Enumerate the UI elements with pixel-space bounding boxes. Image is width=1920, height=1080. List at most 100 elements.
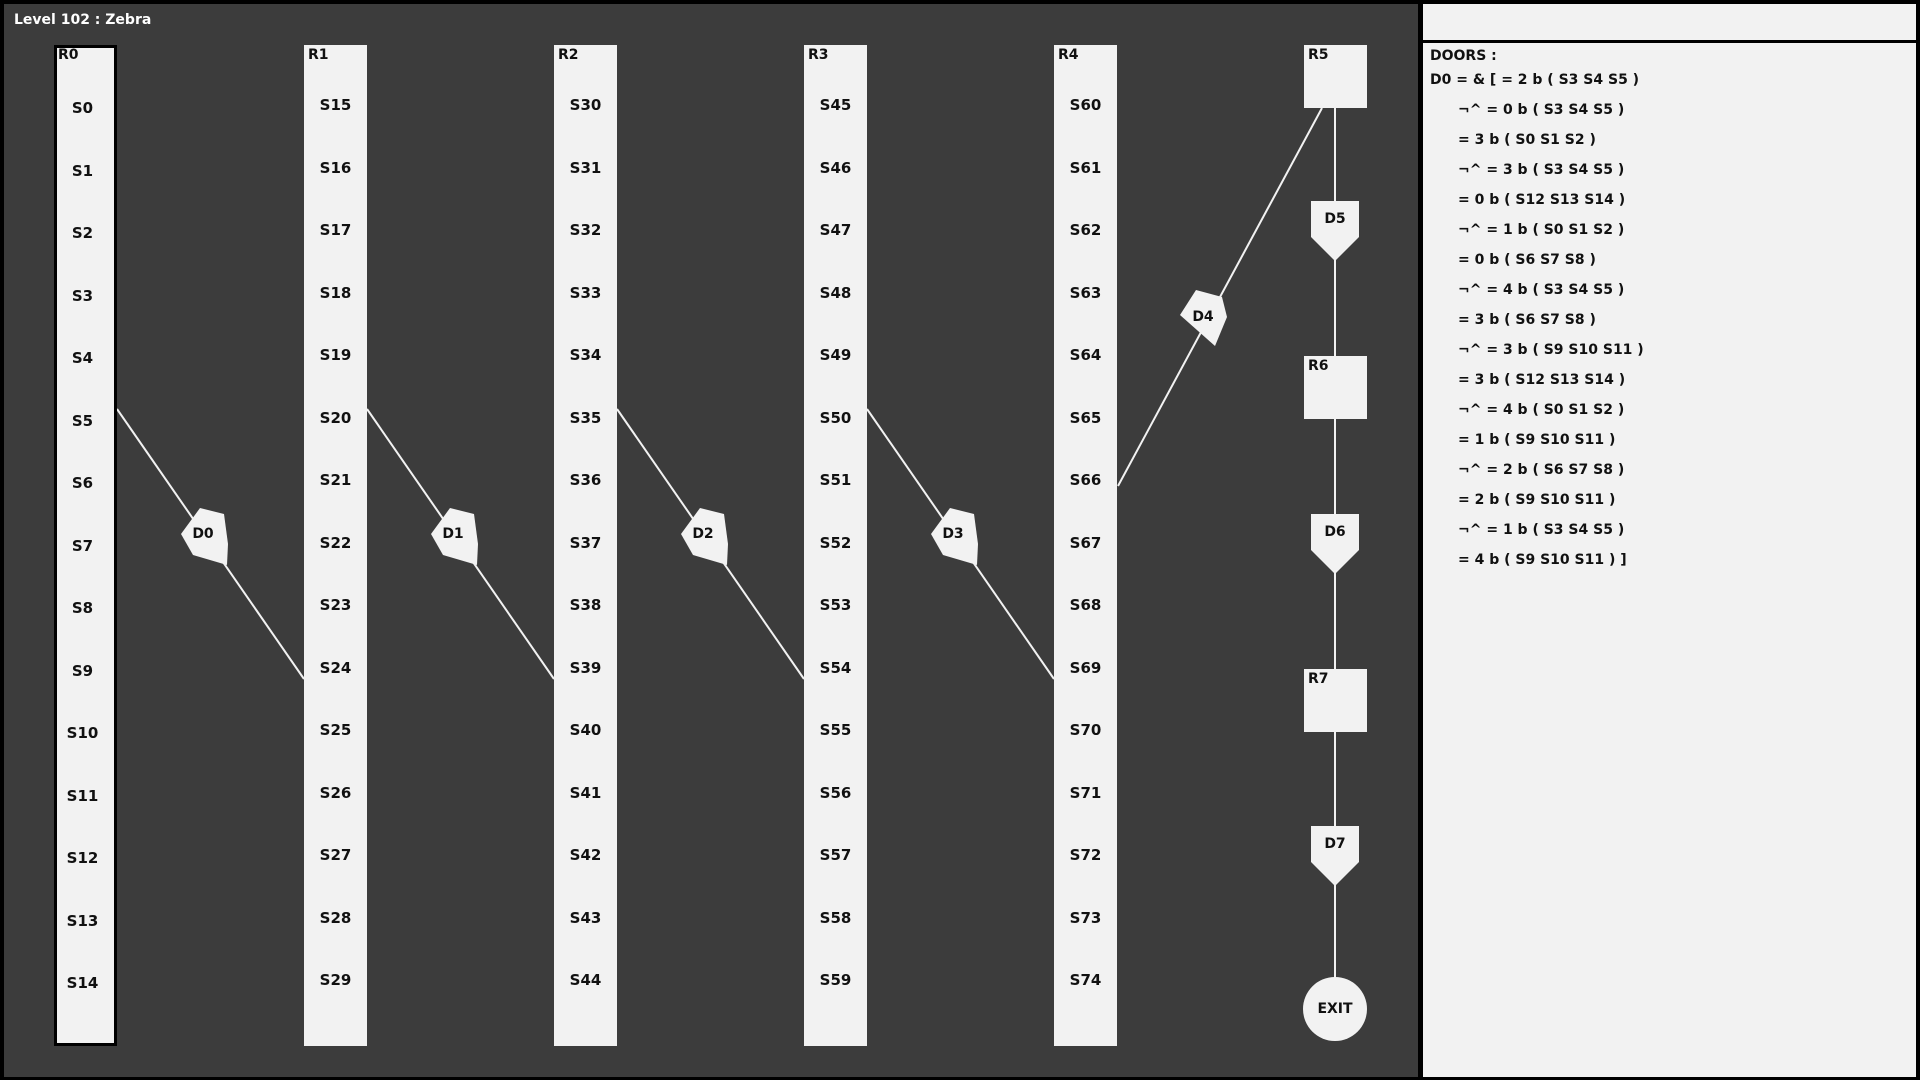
door-d0-icon[interactable]: [181, 508, 228, 565]
switch-s27[interactable]: S27: [319, 846, 352, 864]
switch-s13[interactable]: S13: [66, 911, 99, 930]
switch-s64[interactable]: S64: [1069, 346, 1102, 364]
room-label: R6: [1308, 358, 1329, 374]
switch-s74[interactable]: S74: [1069, 971, 1102, 989]
door-d1-icon[interactable]: [431, 508, 478, 565]
switch-s18[interactable]: S18: [319, 283, 352, 302]
switch-s42[interactable]: S42: [569, 846, 602, 864]
switch-s36[interactable]: S36: [569, 471, 602, 489]
door-d2-icon[interactable]: [681, 508, 728, 565]
switch-s50[interactable]: S50: [819, 408, 852, 427]
switch-s11[interactable]: S11: [66, 786, 99, 805]
switch-s65[interactable]: S65: [1069, 408, 1102, 427]
switch-s23[interactable]: S23: [319, 596, 352, 614]
door-d7-icon[interactable]: [1311, 826, 1359, 886]
door-rule-line: ¬^ = 0 b ( S3 S4 S5 ): [1458, 102, 1625, 118]
switch-s26[interactable]: S26: [319, 783, 352, 802]
switch-s40[interactable]: S40: [569, 721, 602, 739]
switch-s29[interactable]: S29: [319, 971, 352, 989]
switch-s69[interactable]: S69: [1069, 658, 1102, 677]
switch-s73[interactable]: S73: [1069, 908, 1102, 927]
switch-s60[interactable]: S60: [1069, 96, 1102, 114]
switch-s41[interactable]: S41: [569, 783, 602, 802]
switch-s22[interactable]: S22: [319, 533, 352, 552]
switch-s45[interactable]: S45: [819, 96, 852, 114]
switch-s31[interactable]: S31: [569, 158, 602, 177]
door-d6-icon[interactable]: [1311, 514, 1359, 574]
door-d4-icon[interactable]: [1180, 290, 1227, 346]
switch-s2[interactable]: S2: [71, 224, 94, 242]
switch-s7[interactable]: S7: [71, 536, 94, 555]
switch-s1[interactable]: S1: [71, 161, 94, 180]
switch-s10[interactable]: S10: [66, 724, 99, 742]
room-r6[interactable]: R6: [1304, 356, 1367, 419]
switch-s58[interactable]: S58: [819, 908, 852, 927]
room-r5[interactable]: R5: [1304, 45, 1367, 108]
switch-s12[interactable]: S12: [66, 849, 99, 867]
switch-s62[interactable]: S62: [1069, 221, 1102, 239]
switch-s67[interactable]: S67: [1069, 533, 1102, 552]
switch-s9[interactable]: S9: [71, 661, 94, 680]
switch-s66[interactable]: S66: [1069, 471, 1102, 489]
room-label: R4: [1058, 47, 1079, 63]
switch-s55[interactable]: S55: [819, 721, 852, 739]
switch-s39[interactable]: S39: [569, 658, 602, 677]
switch-s46[interactable]: S46: [819, 158, 852, 177]
switch-s4[interactable]: S4: [71, 349, 94, 367]
switch-s28[interactable]: S28: [319, 908, 352, 927]
switch-s54[interactable]: S54: [819, 658, 852, 677]
switch-s59[interactable]: S59: [819, 971, 852, 989]
switch-s21[interactable]: S21: [319, 471, 352, 489]
switch-s53[interactable]: S53: [819, 596, 852, 614]
level-title: Level 102 : Zebra: [14, 12, 152, 28]
switch-s5[interactable]: S5: [71, 411, 94, 430]
switch-s38[interactable]: S38: [569, 596, 602, 614]
switch-s17[interactable]: S17: [319, 221, 352, 239]
top-bar: [1423, 4, 1916, 40]
switch-s33[interactable]: S33: [569, 283, 602, 302]
room-label: R5: [1308, 47, 1329, 63]
switch-s25[interactable]: S25: [319, 721, 352, 739]
door-d3-icon[interactable]: [931, 508, 978, 565]
switch-s16[interactable]: S16: [319, 158, 352, 177]
switch-s14[interactable]: S14: [66, 974, 99, 992]
switch-s44[interactable]: S44: [569, 971, 602, 989]
switch-s3[interactable]: S3: [71, 286, 94, 305]
switch-s35[interactable]: S35: [569, 408, 602, 427]
switch-s8[interactable]: S8: [71, 599, 94, 617]
switch-s43[interactable]: S43: [569, 908, 602, 927]
switch-s34[interactable]: S34: [569, 346, 602, 364]
switch-s56[interactable]: S56: [819, 783, 852, 802]
switch-s32[interactable]: S32: [569, 221, 602, 239]
room-r7[interactable]: R7: [1304, 669, 1367, 732]
switch-s37[interactable]: S37: [569, 533, 602, 552]
switch-s63[interactable]: S63: [1069, 283, 1102, 302]
switch-s72[interactable]: S72: [1069, 846, 1102, 864]
switch-s30[interactable]: S30: [569, 96, 602, 114]
exit-node[interactable]: [1303, 977, 1367, 1041]
switch-s57[interactable]: S57: [819, 846, 852, 864]
switch-s51[interactable]: S51: [819, 471, 852, 489]
switch-s47[interactable]: S47: [819, 221, 852, 239]
switch-s15[interactable]: S15: [319, 96, 352, 114]
switch-s52[interactable]: S52: [819, 533, 852, 552]
switch-s48[interactable]: S48: [819, 283, 852, 302]
door-d5-icon[interactable]: [1311, 201, 1359, 261]
switch-s70[interactable]: S70: [1069, 721, 1102, 739]
door-label-d0: D0: [192, 526, 214, 542]
switch-s19[interactable]: S19: [319, 346, 352, 364]
switch-s61[interactable]: S61: [1069, 158, 1102, 177]
switch-s6[interactable]: S6: [71, 474, 94, 492]
switch-s71[interactable]: S71: [1069, 783, 1102, 802]
switch-s68[interactable]: S68: [1069, 596, 1102, 614]
switch-s24[interactable]: S24: [319, 658, 352, 677]
room-label: R2: [558, 47, 579, 63]
switch-s49[interactable]: S49: [819, 346, 852, 364]
switch-s0[interactable]: S0: [71, 99, 94, 117]
switch-s20[interactable]: S20: [319, 408, 352, 427]
